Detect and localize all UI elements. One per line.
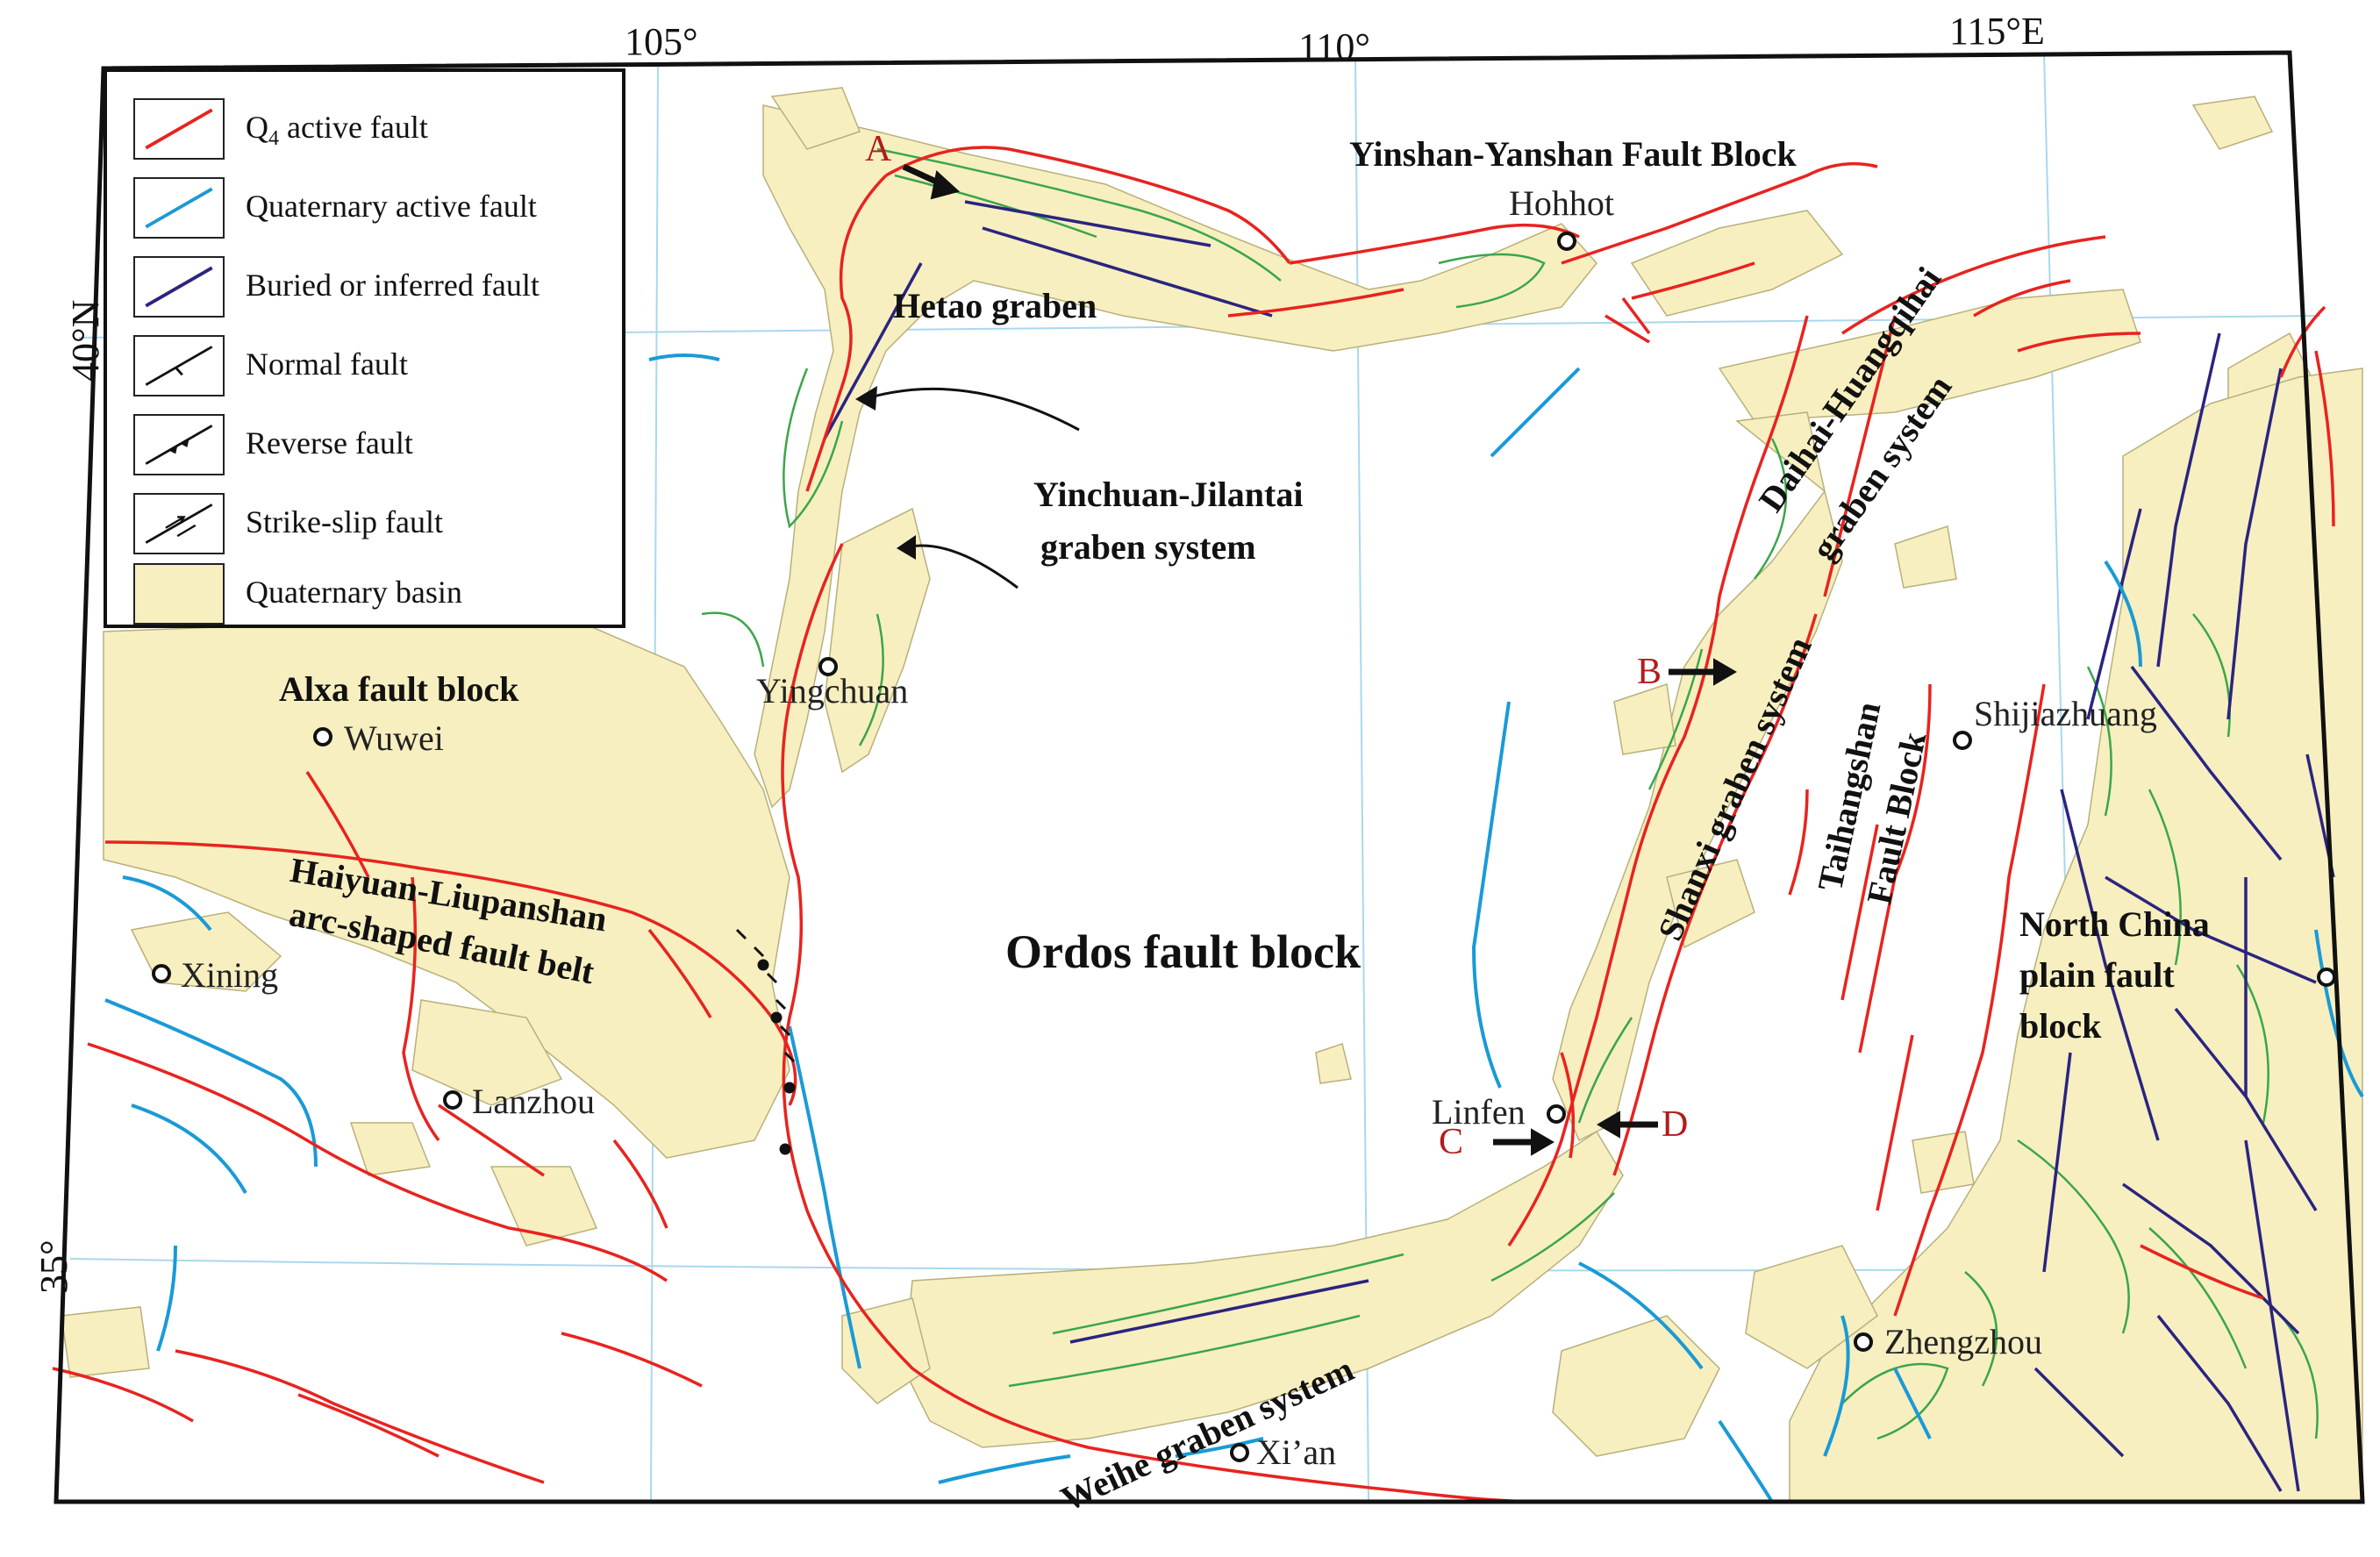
legend-quaternary-fault-swatch — [133, 177, 225, 239]
legend-buried-fault-swatch — [133, 256, 225, 318]
map-frame — [54, 50, 2365, 1504]
site-arrows — [902, 163, 1737, 1156]
legend-reverse-fault-swatch — [133, 414, 225, 475]
city-marker-lanzhou — [443, 1090, 462, 1110]
marker-c: C — [1439, 1122, 1464, 1162]
legend-strike-slip-fault-swatch — [133, 493, 225, 554]
region-north-china-3: block — [2019, 1006, 2102, 1046]
region-yinchuan-jilantai-2: graben system — [1040, 527, 1256, 567]
city-xian: Xi’an — [1256, 1432, 1337, 1472]
lon-label-115: 115°E — [1949, 10, 2045, 53]
quaternary-faults — [104, 354, 2364, 1503]
contours — [701, 147, 2319, 1440]
region-yinchuan-jilantai-1: Yinchuan-Jilantai — [1033, 475, 1304, 514]
lon-label-105: 105° — [625, 20, 698, 63]
arrow-to-hetao — [863, 387, 1080, 432]
region-ordos: Ordos fault block — [1005, 925, 1362, 978]
marker-d: D — [1662, 1104, 1689, 1145]
lat-label-40: 40°N — [64, 299, 107, 382]
city-wuwei: Wuwei — [344, 718, 444, 758]
marker-b: B — [1637, 652, 1662, 692]
arrow-heads — [855, 386, 916, 560]
legend-buried-fault-label: Buried or inferred fault — [246, 268, 540, 303]
city-lanzhou: Lanzhou — [472, 1082, 595, 1121]
legend-quaternary-fault-label: Quaternary active fault — [246, 189, 537, 224]
city-marker-yingchuan — [818, 657, 838, 676]
marker-a: A — [865, 129, 892, 169]
city-marker-east — [2317, 968, 2336, 987]
city-marker-xining — [152, 964, 171, 983]
region-north-china-1: North China — [2019, 904, 2210, 944]
legend-q4-fault-label: Q4 active fault — [246, 110, 428, 151]
city-hohhot: Hohhot — [1509, 183, 1614, 223]
lat-label-35: 35° — [32, 1239, 75, 1294]
city-marker-linfen — [1547, 1104, 1566, 1124]
legend-strike-slip-fault-label: Strike-slip fault — [246, 504, 443, 539]
city-marker-hohhot — [1557, 232, 1576, 251]
city-linfen: Linfen — [1432, 1092, 1526, 1132]
region-alxa: Alxa fault block — [279, 669, 519, 709]
city-yingchuan: Yingchuan — [756, 671, 909, 711]
legend: Q4 active fault Quaternary active fault … — [104, 68, 625, 628]
region-north-china-2: plain fault — [2019, 955, 2175, 995]
lon-label-110: 110° — [1298, 25, 1370, 68]
fault-ornaments — [735, 928, 796, 1155]
city-marker-xian — [1230, 1443, 1249, 1462]
legend-q4-fault-swatch — [133, 98, 225, 160]
city-marker-zhengzhou — [1854, 1332, 1873, 1352]
city-marker-shijiazhuang — [1953, 731, 1972, 750]
buried-faults — [823, 200, 2335, 1492]
city-marker-wuwei — [313, 727, 332, 746]
city-shijiazhuang: Shijiazhuang — [1974, 694, 2157, 733]
city-xining: Xining — [181, 955, 279, 995]
legend-normal-fault-label: Normal fault — [246, 346, 408, 382]
region-yinshan-yanshan: Yinshan-Yanshan Fault Block — [1349, 134, 1797, 174]
region-hetao-graben: Hetao graben — [893, 286, 1097, 325]
city-markers — [152, 232, 2336, 1462]
quaternary-basins — [61, 87, 2363, 1503]
legend-reverse-fault-label: Reverse fault — [246, 425, 413, 461]
city-zhengzhou: Zhengzhou — [1884, 1322, 2042, 1361]
legend-quaternary-basin-label: Quaternary basin — [246, 575, 462, 610]
legend-quaternary-basin-swatch — [133, 563, 225, 625]
legend-normal-fault-swatch — [133, 335, 225, 396]
